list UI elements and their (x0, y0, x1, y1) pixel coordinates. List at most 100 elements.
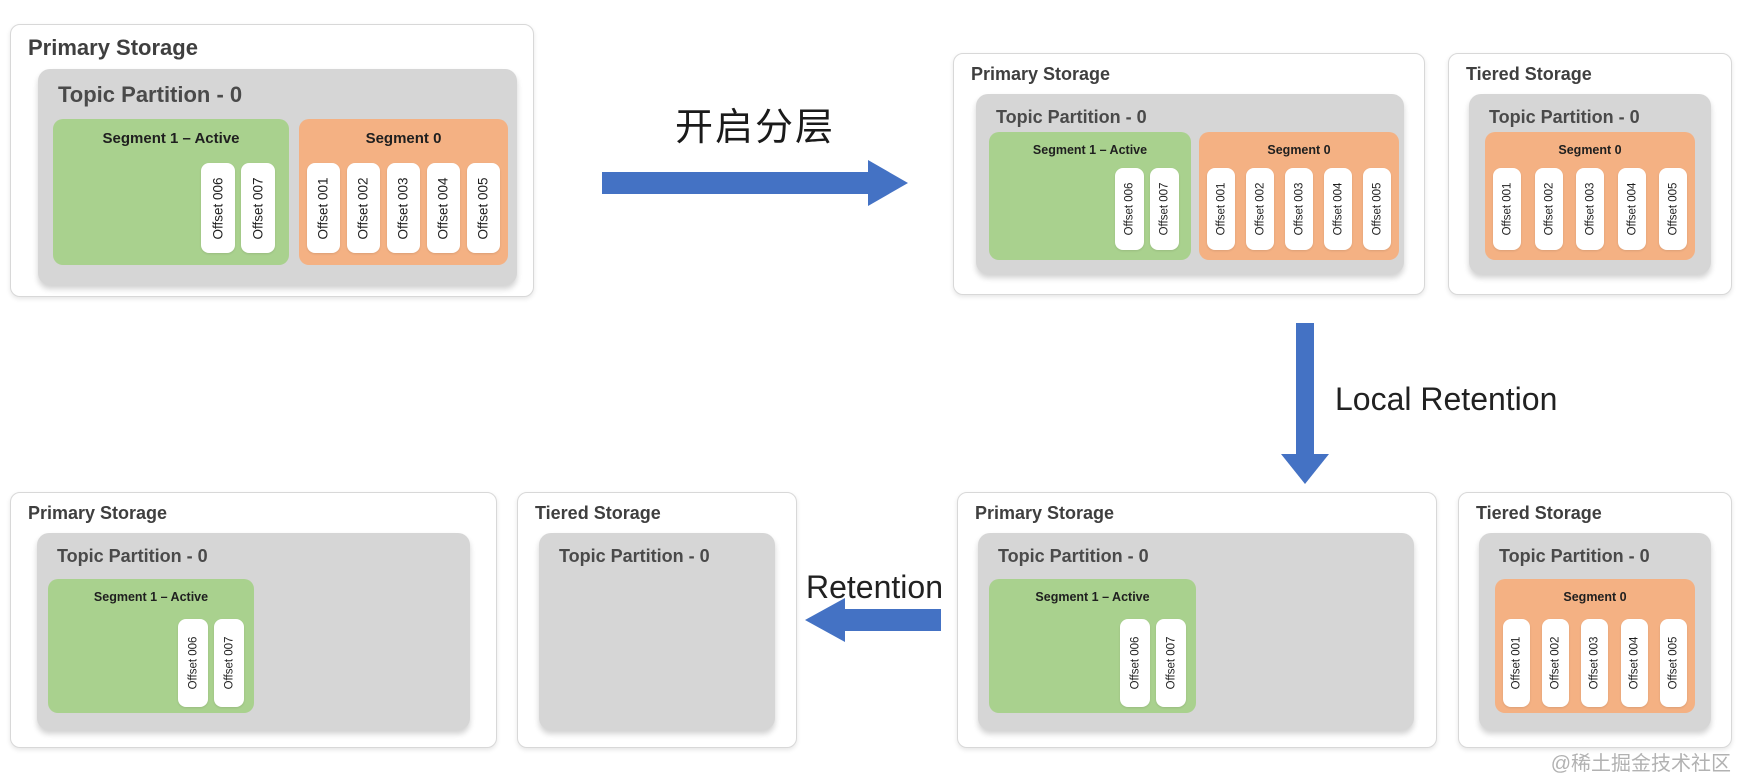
offset-label: Offset 002 (1543, 182, 1556, 236)
offset-label: Offset 001 (1215, 182, 1228, 236)
enable-tiering-arrow-bar (602, 172, 868, 194)
offset-card: Offset 005 (1363, 168, 1391, 250)
offset-card: Offset 006 (1115, 168, 1144, 250)
panel-title: Primary Storage (28, 503, 168, 523)
topic-partition-box: Topic Partition - 0 Segment 1 – Active O… (976, 94, 1404, 274)
offset-card: Offset 004 (1618, 168, 1646, 250)
offset-card: Offset 006 (1120, 619, 1150, 707)
local-retention-arrow-bar (1296, 323, 1314, 454)
enable-tiering-arrow-head (868, 160, 908, 206)
panel-tiered-storage-bottom: Tiered Storage Topic Partition - 0 Segme… (1458, 492, 1732, 748)
offset-card: Offset 002 (347, 163, 380, 253)
offset-label: Offset 003 (396, 176, 412, 240)
offset-label: Offset 001 (1501, 182, 1514, 236)
topic-partition-box: Topic Partition - 0 Segment 1 – Active O… (37, 533, 470, 730)
offset-label: Offset 006 (187, 636, 200, 690)
offset-label: Offset 006 (210, 176, 226, 240)
panel-tiered-storage-empty: Tiered Storage Topic Partition - 0 (517, 492, 797, 748)
partition-title: Topic Partition - 0 (57, 546, 208, 566)
offset-card: Offset 001 (1503, 619, 1530, 707)
segment-label: Segment 0 (365, 130, 442, 147)
panel-primary-storage-tiered: Primary Storage Topic Partition - 0 Segm… (953, 53, 1425, 295)
segment-1-active: Segment 1 – Active Offset 006 Offset 007 (48, 579, 254, 713)
offset-card: Offset 007 (214, 619, 244, 707)
offset-card: Offset 005 (1659, 168, 1687, 250)
segment-1-active: Segment 1 – Active Offset 006 Offset 007 (53, 119, 289, 265)
offset-card: Offset 003 (1581, 619, 1608, 707)
partition-title: Topic Partition - 0 (998, 546, 1149, 566)
segment-label: Segment 1 – Active (1032, 143, 1148, 157)
panel-title: Primary Storage (971, 64, 1111, 84)
offset-card: Offset 003 (1576, 168, 1604, 250)
offset-label: Offset 004 (1332, 182, 1345, 236)
offset-label: Offset 007 (250, 176, 266, 240)
offset-label: Offset 002 (1254, 182, 1267, 236)
offset-card: Offset 004 (1621, 619, 1648, 707)
offset-label: Offset 003 (1588, 636, 1601, 690)
offset-label: Offset 002 (356, 176, 372, 240)
offset-label: Offset 007 (1158, 182, 1171, 236)
partition-title: Topic Partition - 0 (1489, 107, 1640, 127)
partition-title: Topic Partition - 0 (996, 107, 1147, 127)
offset-label: Offset 007 (223, 636, 236, 690)
panel-primary-storage-initial: Primary Storage Topic Partition - 0 Segm… (10, 24, 534, 297)
offset-label: Offset 005 (1371, 182, 1384, 236)
panel-title: Tiered Storage (535, 503, 661, 523)
panel-tiered-storage-top: Tiered Storage Topic Partition - 0 Segme… (1448, 53, 1732, 295)
segment-label: Segment 1 – Active (1035, 590, 1150, 604)
offset-card: Offset 002 (1246, 168, 1274, 250)
local-retention-arrow-head (1281, 454, 1329, 484)
partition-title: Topic Partition - 0 (58, 82, 243, 107)
panel-primary-storage-final: Primary Storage Topic Partition - 0 Segm… (957, 492, 1437, 748)
topic-partition-box: Topic Partition - 0 Segment 1 – Active O… (38, 69, 517, 285)
offset-label: Offset 004 (1628, 636, 1641, 690)
offset-card: Offset 006 (178, 619, 208, 707)
offset-card: Offset 002 (1542, 619, 1569, 707)
segment-label: Segment 0 (1563, 590, 1627, 604)
topic-partition-box: Topic Partition - 0 Segment 1 – Active O… (978, 533, 1414, 730)
topic-partition-box: Topic Partition - 0 Segment 0 Offset 001… (1479, 533, 1711, 730)
retention-arrow-head (805, 598, 845, 642)
retention-arrow-bar (845, 609, 941, 631)
offset-label: Offset 005 (1667, 182, 1680, 236)
offset-label: Offset 001 (1510, 636, 1523, 690)
offset-label: Offset 003 (1584, 182, 1597, 236)
topic-partition-box: Topic Partition - 0 (539, 533, 775, 730)
segment-0: Segment 0 Offset 001 Offset 002 Offset 0… (299, 119, 508, 265)
offset-card: Offset 004 (1324, 168, 1352, 250)
offset-label: Offset 005 (476, 176, 492, 240)
offset-card: Offset 004 (427, 163, 460, 253)
watermark: @稀土掘金技术社区 (1550, 753, 1731, 775)
panel-title: Primary Storage (28, 35, 198, 60)
offset-label: Offset 006 (1129, 636, 1142, 690)
offset-label: Offset 001 (316, 176, 332, 240)
partition-title: Topic Partition - 0 (559, 546, 710, 566)
offset-card: Offset 002 (1535, 168, 1563, 250)
offset-label: Offset 005 (1667, 636, 1680, 690)
offset-card: Offset 005 (467, 163, 500, 253)
panel-primary-storage-retained: Primary Storage Topic Partition - 0 Segm… (10, 492, 497, 748)
panel-title: Tiered Storage (1466, 64, 1592, 84)
offset-card: Offset 001 (1207, 168, 1235, 250)
offset-card: Offset 006 (201, 163, 235, 253)
offset-card: Offset 003 (1285, 168, 1313, 250)
offset-card: Offset 007 (1150, 168, 1179, 250)
offset-card: Offset 001 (1493, 168, 1521, 250)
segment-label: Segment 1 – Active (93, 590, 209, 604)
segment-label: Segment 1 – Active (102, 130, 240, 147)
segment-1-active: Segment 1 – Active Offset 006 Offset 007 (989, 579, 1196, 713)
offset-card: Offset 007 (241, 163, 275, 253)
offset-label: Offset 007 (1165, 636, 1178, 690)
topic-partition-box: Topic Partition - 0 Segment 0 Offset 001… (1469, 94, 1711, 274)
offset-label: Offset 004 (1626, 182, 1639, 236)
segment-0: Segment 0 Offset 001 Offset 002 Offset 0… (1485, 132, 1695, 260)
segment-0: Segment 0 Offset 001 Offset 002 Offset 0… (1495, 579, 1695, 713)
offset-label: Offset 004 (436, 176, 452, 240)
offset-label: Offset 003 (1293, 182, 1306, 236)
offset-label: Offset 002 (1549, 636, 1562, 690)
offset-card: Offset 005 (1660, 619, 1687, 707)
segment-1-active: Segment 1 – Active Offset 006 Offset 007 (989, 132, 1191, 260)
segment-0: Segment 0 Offset 001 Offset 002 Offset 0… (1199, 132, 1399, 260)
panel-title: Tiered Storage (1476, 503, 1602, 523)
